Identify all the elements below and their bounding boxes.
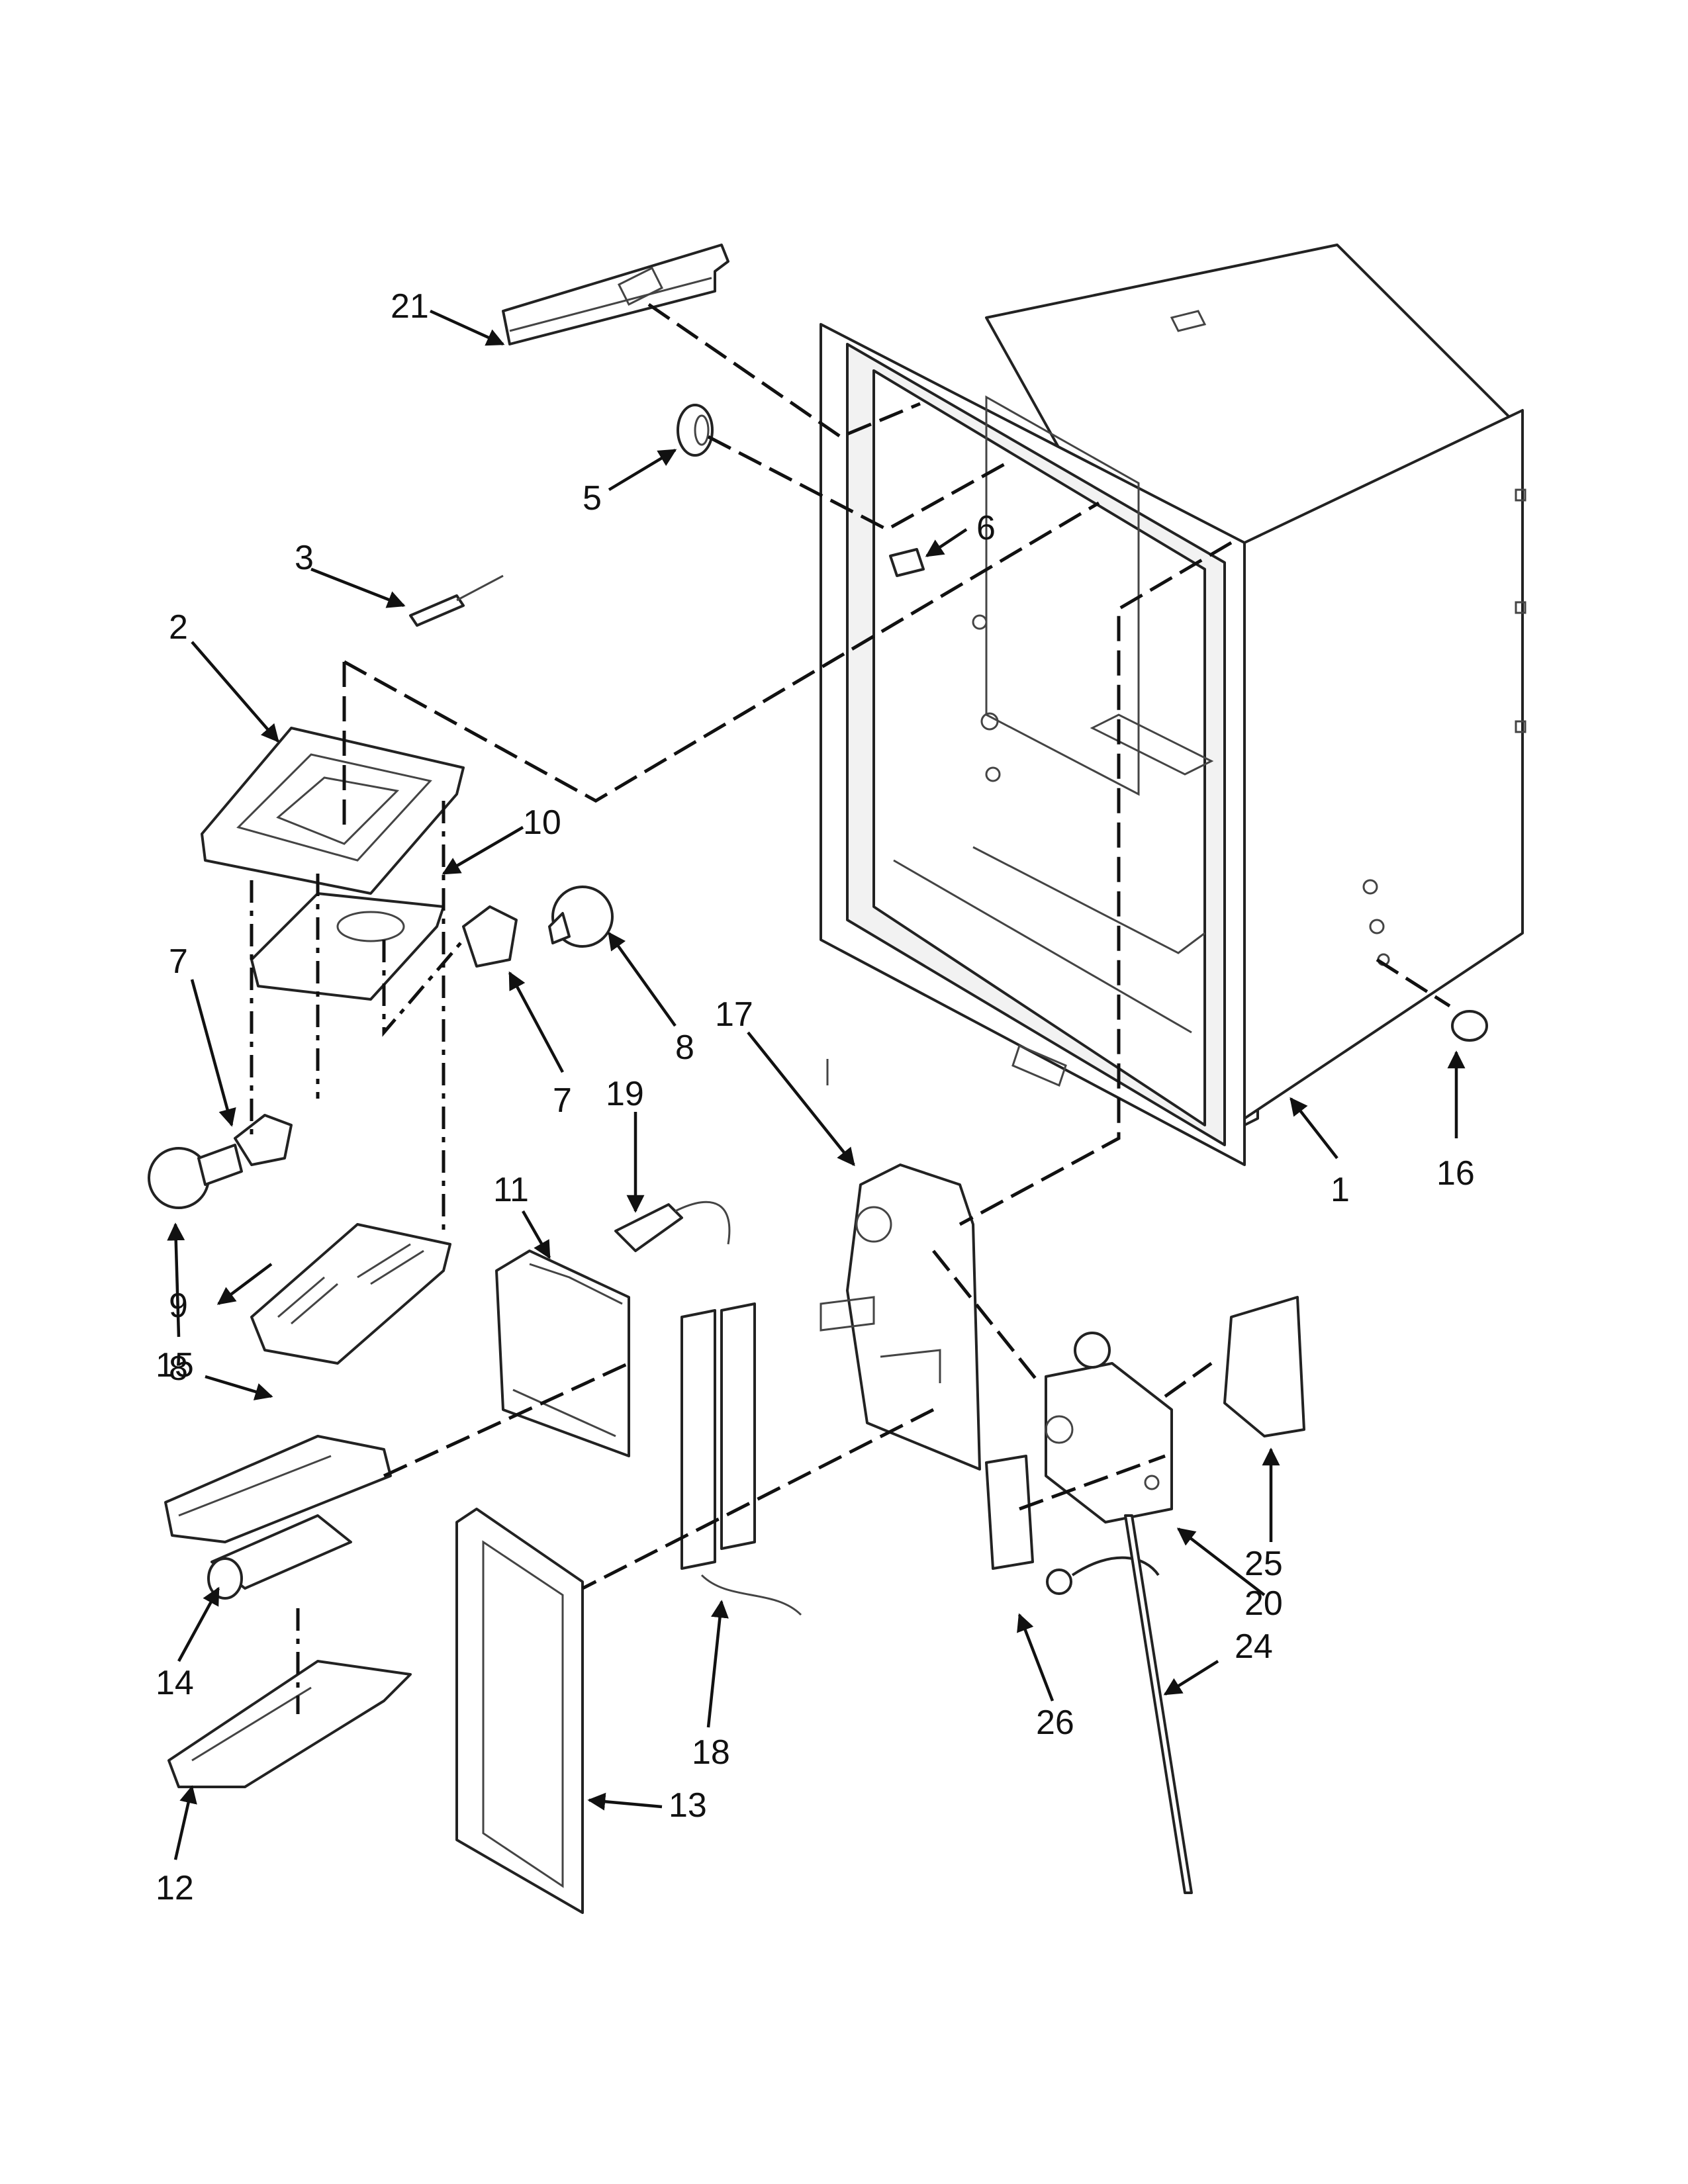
callout-16: 16 bbox=[1436, 1154, 1475, 1193]
part-11-duct bbox=[495, 1250, 630, 1457]
part-6-clip bbox=[889, 548, 925, 577]
callout-10: 10 bbox=[523, 803, 561, 842]
callout-11: 11 bbox=[493, 1171, 529, 1209]
part-7a-socket bbox=[234, 1114, 293, 1166]
part-18-heater bbox=[680, 1302, 802, 1616]
callout-26: 26 bbox=[1036, 1704, 1074, 1742]
callout-25: 25 bbox=[1244, 1545, 1283, 1583]
callout-15: 15 bbox=[156, 1346, 194, 1385]
part-10-lens bbox=[250, 892, 445, 1001]
part-7b-socket bbox=[462, 905, 518, 968]
part-15-filter-head bbox=[164, 1435, 392, 1543]
callout-1: 1 bbox=[1331, 1171, 1350, 1209]
callout-21: 21 bbox=[391, 287, 429, 326]
part-5-knob bbox=[677, 404, 714, 457]
callout-14: 14 bbox=[156, 1664, 194, 1702]
callout-2: 2 bbox=[169, 608, 188, 647]
callout-12: 12 bbox=[156, 1869, 194, 1907]
part-1-liner bbox=[820, 244, 1526, 1166]
part-20-valve bbox=[1045, 1332, 1173, 1524]
part-17-housing bbox=[820, 1163, 981, 1471]
callout-9: 9 bbox=[169, 1287, 188, 1325]
part-19-sensor bbox=[614, 1201, 731, 1252]
callout-8a: 8 bbox=[169, 1349, 188, 1388]
part-3-pin bbox=[409, 574, 504, 627]
part-21-bracket bbox=[502, 244, 729, 345]
part-2-housing bbox=[201, 727, 465, 895]
part-9-cover bbox=[250, 1223, 451, 1365]
callout-labels: 21 5 3 6 2 10 7 8 17 7 19 16 1 8 11 9 15… bbox=[156, 287, 1475, 1907]
callout-17: 17 bbox=[715, 995, 753, 1034]
assembly-lines bbox=[250, 302, 1451, 1714]
callout-3: 3 bbox=[295, 539, 314, 577]
part-16-plug bbox=[1451, 1010, 1488, 1042]
leader-arrows bbox=[167, 309, 1466, 1860]
callout-18: 18 bbox=[692, 1733, 730, 1772]
part-8b-bulb bbox=[548, 886, 614, 948]
callout-7a: 7 bbox=[169, 942, 188, 981]
callout-5: 5 bbox=[583, 479, 602, 518]
callout-13: 13 bbox=[669, 1786, 707, 1825]
callout-7b: 7 bbox=[553, 1081, 572, 1120]
callout-24: 24 bbox=[1235, 1627, 1273, 1666]
part-13-panel bbox=[455, 1508, 584, 1914]
callout-20: 20 bbox=[1244, 1584, 1283, 1623]
callout-8b: 8 bbox=[675, 1028, 694, 1067]
part-25-bracket bbox=[1223, 1296, 1305, 1437]
part-26-bracket bbox=[985, 1455, 1034, 1570]
part-24-tube bbox=[1046, 1514, 1193, 1894]
part-8a-bulb bbox=[148, 1144, 243, 1209]
callout-19: 19 bbox=[606, 1075, 644, 1113]
callout-6: 6 bbox=[976, 509, 996, 547]
part-12-cover bbox=[167, 1660, 412, 1788]
